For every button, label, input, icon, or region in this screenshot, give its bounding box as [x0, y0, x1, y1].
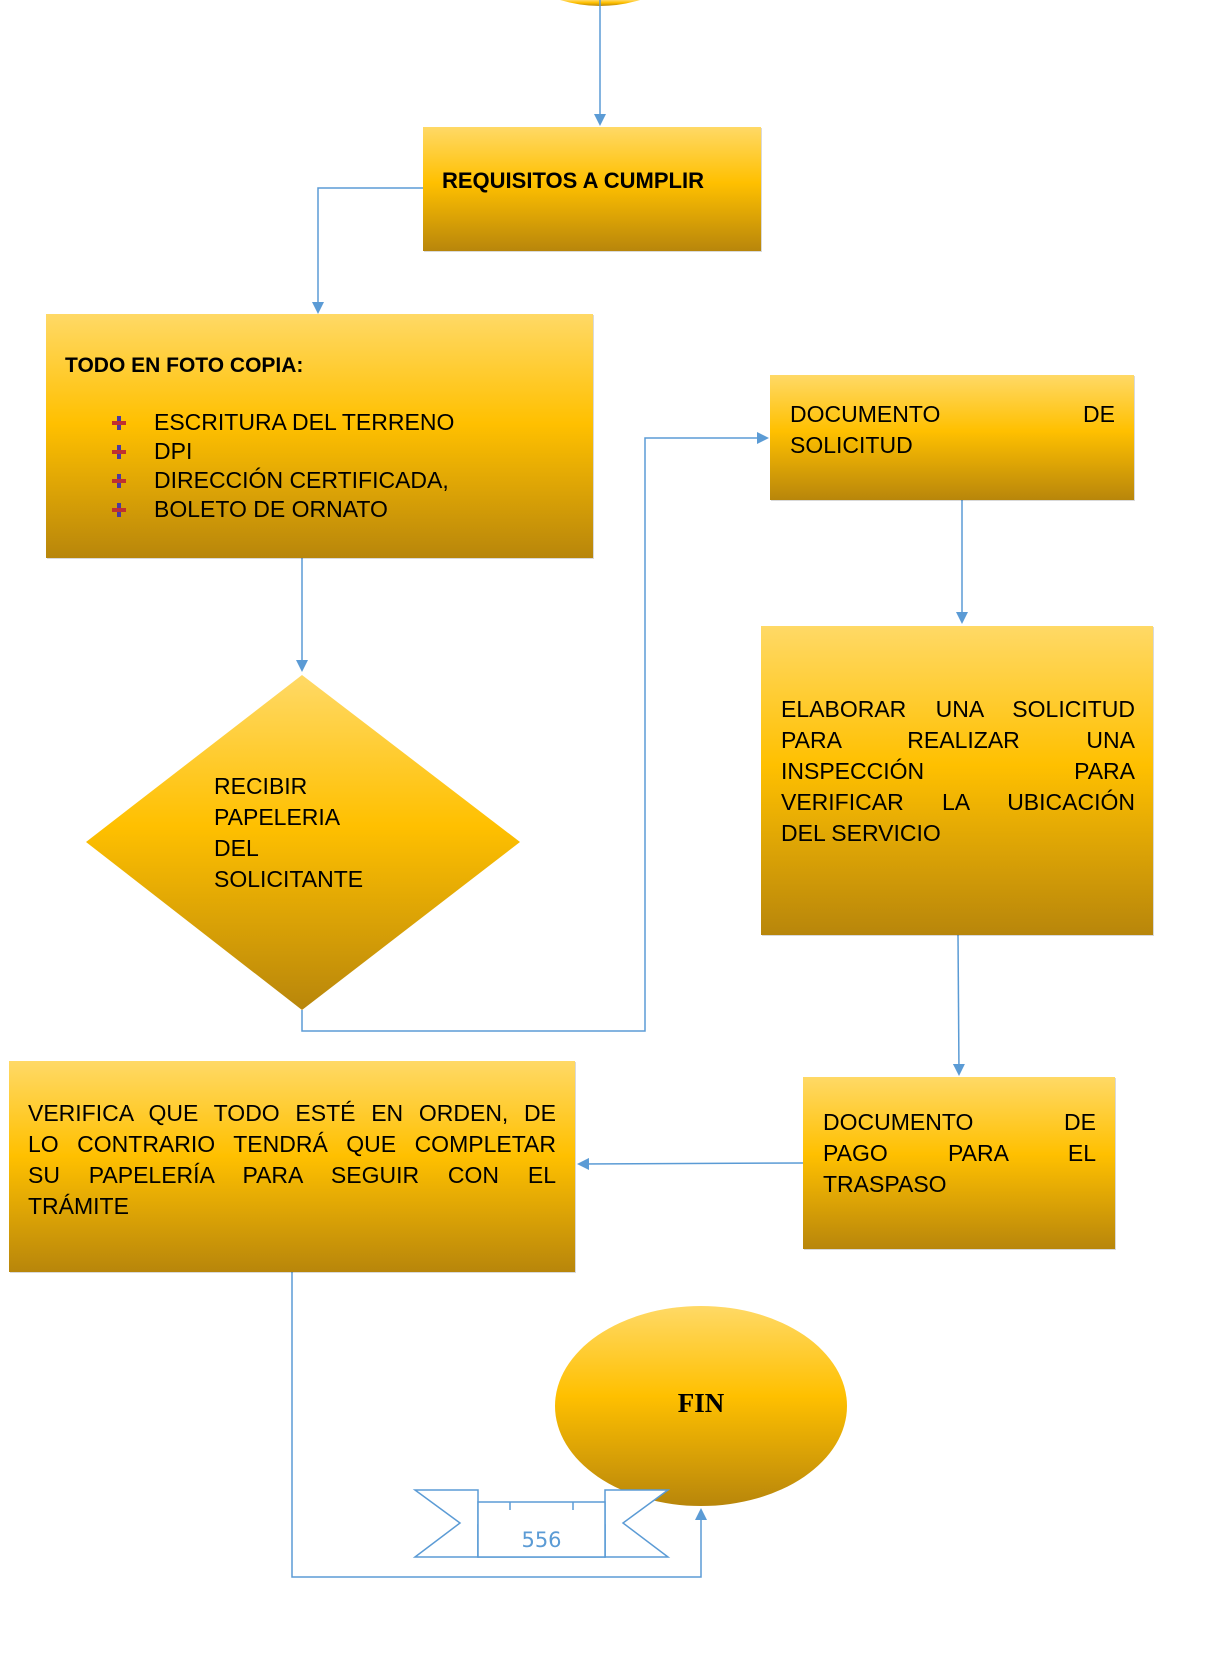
list-item: DIRECCIÓN CERTIFICADA,	[112, 466, 454, 495]
recibir-text: RECIBIR PAPELERIA DEL SOLICITANTE	[214, 773, 364, 892]
page-number: 556	[521, 1528, 562, 1552]
arrow-verifica-to-fin	[291, 1272, 707, 1578]
documento-solicitud-box: DOCUMENTO DE SOLICITUD	[770, 375, 1134, 500]
verifica-text: VERIFICA QUE TODO ESTÉ EN ORDEN, DE LO C…	[28, 1100, 556, 1219]
list-item: BOLETO DE ORNATO	[112, 495, 454, 524]
elaborar-text: ELABORAR UNA SOLICITUD PARA REALIZAR UNA…	[781, 696, 1135, 846]
bullet-icon	[112, 444, 126, 459]
documento-solicitud-text: DOCUMENTO DE SOLICITUD	[790, 401, 1115, 458]
requisitos-title: REQUISITOS A CUMPLIR	[442, 168, 704, 193]
bullet-icon	[112, 415, 126, 430]
elaborar-box: ELABORAR UNA SOLICITUD PARA REALIZAR UNA…	[761, 626, 1153, 935]
list-item: DPI	[112, 437, 454, 466]
bullet-icon	[112, 502, 126, 517]
page-number-ribbon	[412, 1489, 671, 1558]
fin-ellipse	[555, 1306, 847, 1506]
arrow-requisitos-to-todo	[312, 187, 423, 314]
fotocopia-heading: TODO EN FOTO COPIA:	[65, 354, 304, 377]
verifica-box: VERIFICA QUE TODO ESTÉ EN ORDEN, DE LO C…	[9, 1061, 575, 1272]
arrow-recibir-to-solicitud	[301, 432, 769, 1032]
documento-pago-text: DOCUMENTO DE PAGO PARA EL TRASPASO	[823, 1109, 1096, 1197]
fin-label: FIN	[677, 1388, 725, 1418]
arrow-pago-to-verifica	[577, 1157, 804, 1170]
list-item: ESCRITURA DEL TERRENO	[112, 408, 454, 437]
recibir-diamond	[86, 675, 520, 1010]
bullet-icon	[112, 473, 126, 488]
fotocopia-box: TODO EN FOTO COPIA: ESCRITURA DEL TERREN…	[46, 314, 593, 558]
requisitos-box: REQUISITOS A CUMPLIR	[423, 127, 761, 251]
documento-pago-box: DOCUMENTO DE PAGO PARA EL TRASPASO	[803, 1077, 1115, 1249]
arrow-elaborar-to-pago	[952, 934, 965, 1076]
fotocopia-list: ESCRITURA DEL TERRENO DPI DIRECCIÓN CERT…	[112, 408, 454, 524]
